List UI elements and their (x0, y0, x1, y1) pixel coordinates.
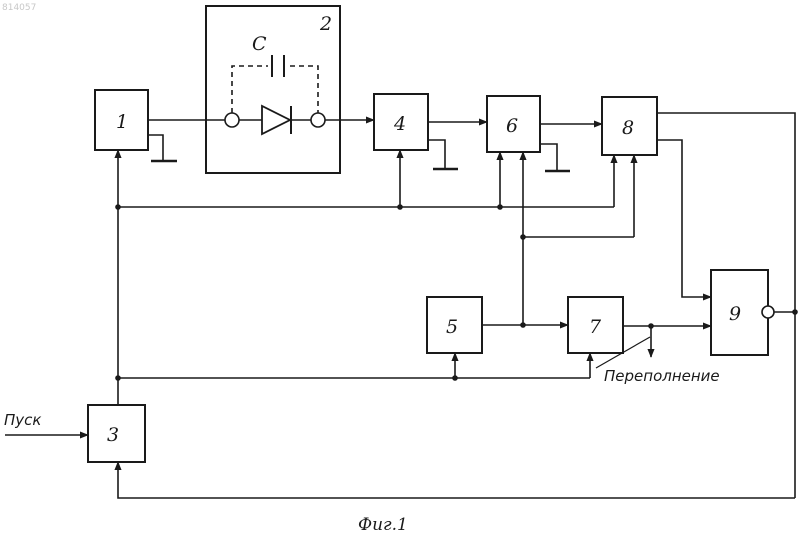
block-6-label: 6 (506, 115, 518, 137)
block-8-label: 8 (622, 117, 634, 139)
block-2-label: 2 (319, 13, 332, 35)
ground-symbol-6 (540, 144, 570, 171)
block-1-label: 1 (116, 111, 128, 133)
capacitor-label: C (252, 33, 267, 55)
inverter-bubble (762, 306, 774, 318)
ground-symbol-4 (428, 140, 458, 169)
start-label: Пуск (4, 411, 41, 429)
block-9-label: 9 (729, 303, 741, 325)
junction-dots (115, 204, 798, 381)
document-id: 814057 (2, 3, 36, 13)
ground-symbol-1 (148, 135, 177, 161)
overflow-label: Переполнение (604, 367, 720, 385)
block-7-label: 7 (589, 316, 602, 338)
block-3-label: 3 (107, 424, 119, 446)
block-4-label: 4 (393, 113, 406, 135)
block-5-label: 5 (446, 316, 458, 338)
figure-caption: Фиг.1 (358, 515, 408, 535)
